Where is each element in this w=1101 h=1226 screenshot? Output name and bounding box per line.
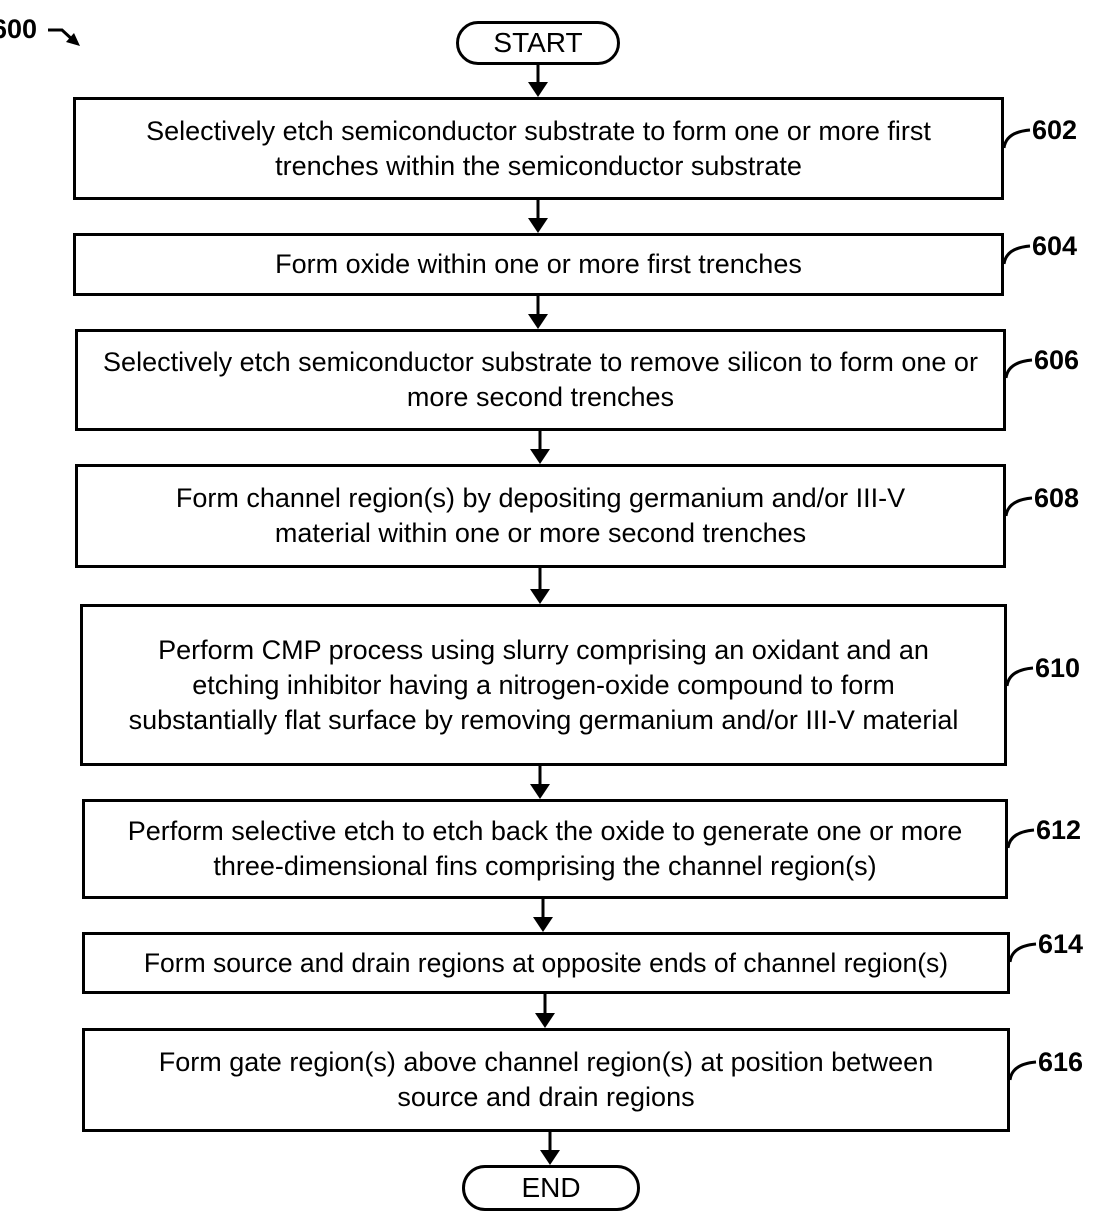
step-606-ref: 606 bbox=[1034, 345, 1079, 376]
end-terminal: END bbox=[462, 1165, 640, 1211]
step-608-ref: 608 bbox=[1034, 483, 1079, 514]
leader-604 bbox=[1004, 246, 1030, 264]
arrowhead-604-606 bbox=[528, 314, 548, 329]
step-610-box: Perform CMP process using slurry compris… bbox=[80, 604, 1007, 766]
step-606-box: Selectively etch semiconductor substrate… bbox=[75, 329, 1006, 431]
leader-614 bbox=[1010, 944, 1036, 962]
leader-608 bbox=[1006, 498, 1032, 516]
leader-612 bbox=[1008, 830, 1034, 848]
start-terminal: START bbox=[456, 21, 620, 65]
arrowhead-612-614 bbox=[533, 917, 553, 932]
leader-602 bbox=[1004, 130, 1030, 148]
arrowhead-614-616 bbox=[535, 1013, 555, 1028]
arrowhead-606-608 bbox=[530, 449, 550, 464]
step-616-box: Form gate region(s) above channel region… bbox=[82, 1028, 1010, 1132]
step-608-box: Form channel region(s) by depositing ger… bbox=[75, 464, 1006, 568]
figure-number: 600 bbox=[0, 14, 37, 45]
leader-616 bbox=[1010, 1062, 1036, 1080]
step-612-ref: 612 bbox=[1036, 815, 1081, 846]
arrowhead-602-604 bbox=[528, 218, 548, 233]
step-610-ref: 610 bbox=[1035, 653, 1080, 684]
arrowhead-610-612 bbox=[530, 784, 550, 799]
arrowhead-start-602 bbox=[528, 82, 548, 97]
leader-606 bbox=[1006, 360, 1032, 378]
step-602-ref: 602 bbox=[1032, 115, 1077, 146]
step-616-ref: 616 bbox=[1038, 1047, 1083, 1078]
step-614-box: Form source and drain regions at opposit… bbox=[82, 932, 1010, 994]
arrowhead-616-end bbox=[540, 1150, 560, 1165]
arrowhead-608-610 bbox=[530, 589, 550, 604]
step-604-box: Form oxide within one or more first tren… bbox=[73, 233, 1004, 296]
step-614-ref: 614 bbox=[1038, 929, 1083, 960]
step-602-box: Selectively etch semiconductor substrate… bbox=[73, 97, 1004, 200]
step-612-box: Perform selective etch to etch back the … bbox=[82, 799, 1008, 899]
leader-610 bbox=[1007, 668, 1033, 686]
step-604-ref: 604 bbox=[1032, 231, 1077, 262]
